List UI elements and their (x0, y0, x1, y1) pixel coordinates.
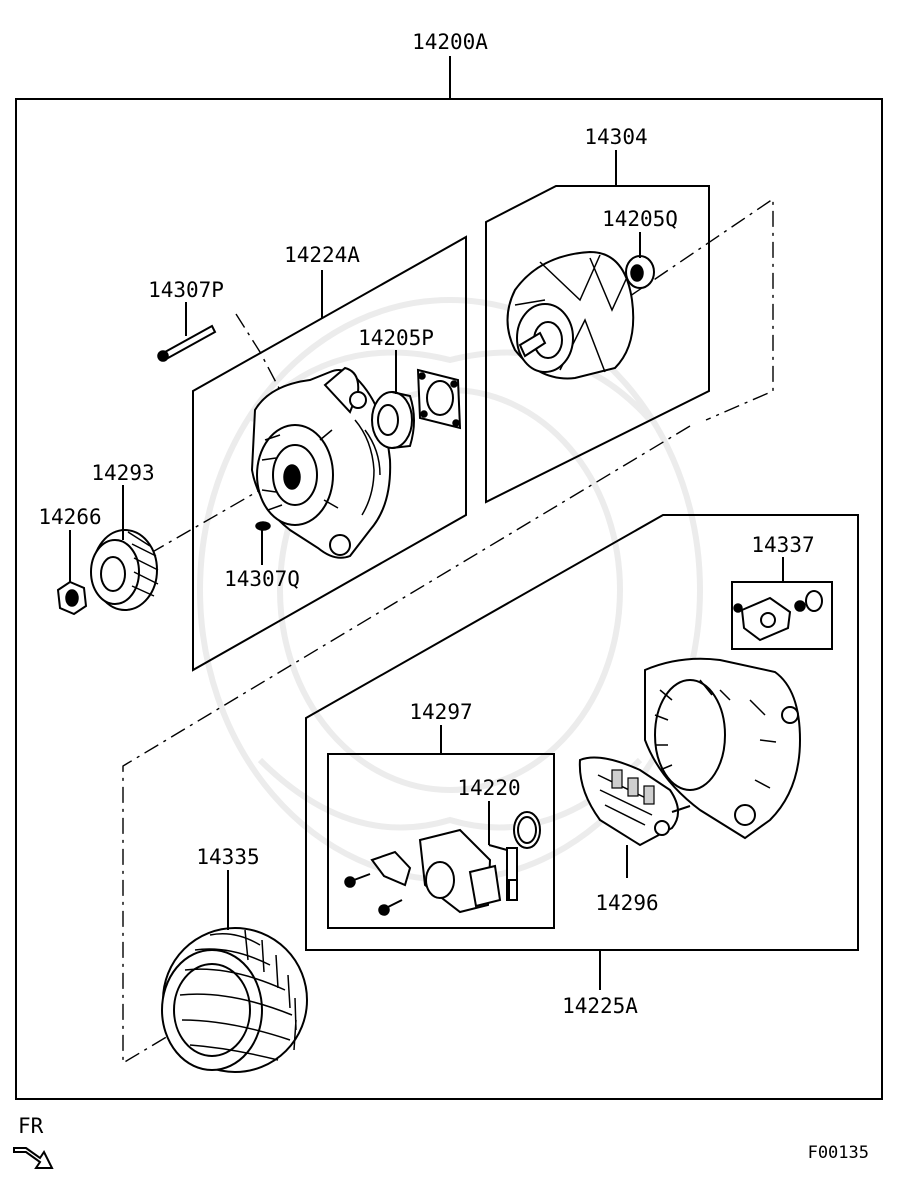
figure-code: F00135 (808, 1143, 869, 1163)
rectifier-14296 (578, 756, 691, 847)
rear-bearing-14205Q (625, 255, 655, 289)
fr-direction-arrow-icon (13, 1147, 54, 1169)
label-14296[interactable]: 14296 (595, 891, 658, 915)
label-14225A[interactable]: 14225A (562, 994, 638, 1018)
front-bracket-housing (250, 366, 392, 559)
label-14224A[interactable]: 14224A (284, 243, 360, 267)
label-14307P[interactable]: 14307P (148, 278, 224, 302)
fr-direction-text: FR (18, 1114, 44, 1138)
axis-line-bolt (235, 313, 281, 391)
label-14205P[interactable]: 14205P (358, 326, 434, 350)
terminal-set-14337 (733, 590, 823, 642)
label-14200A[interactable]: 14200A (412, 30, 488, 54)
label-14304[interactable]: 14304 (584, 125, 647, 149)
through-bolt-14307P (157, 324, 217, 362)
screw-14307Q (255, 521, 271, 555)
axis-line-rotor (551, 197, 774, 421)
front-bearing-14205P (371, 391, 415, 449)
bearing-retainer-plate (416, 368, 462, 430)
label-14220[interactable]: 14220 (457, 776, 520, 800)
label-14335[interactable]: 14335 (196, 845, 259, 869)
rotor-panel (485, 185, 710, 504)
label-14307Q[interactable]: 14307Q (224, 567, 300, 591)
front-bracket-panel (192, 235, 467, 672)
label-14205Q[interactable]: 14205Q (602, 207, 678, 231)
rear-bracket-housing (644, 657, 802, 840)
rotor-14304 (506, 250, 635, 380)
label-14293[interactable]: 14293 (91, 461, 154, 485)
nut-14266 (56, 580, 88, 616)
label-14266[interactable]: 14266 (38, 505, 101, 529)
label-14337[interactable]: 14337 (751, 533, 814, 557)
brush-14220 (506, 847, 518, 901)
rear-bracket-panel (305, 514, 859, 951)
brush-holder-14297 (344, 828, 502, 916)
label-14297[interactable]: 14297 (409, 700, 472, 724)
o-ring (513, 811, 541, 849)
stator-14335 (161, 927, 308, 1073)
pulley-14293 (90, 529, 159, 611)
